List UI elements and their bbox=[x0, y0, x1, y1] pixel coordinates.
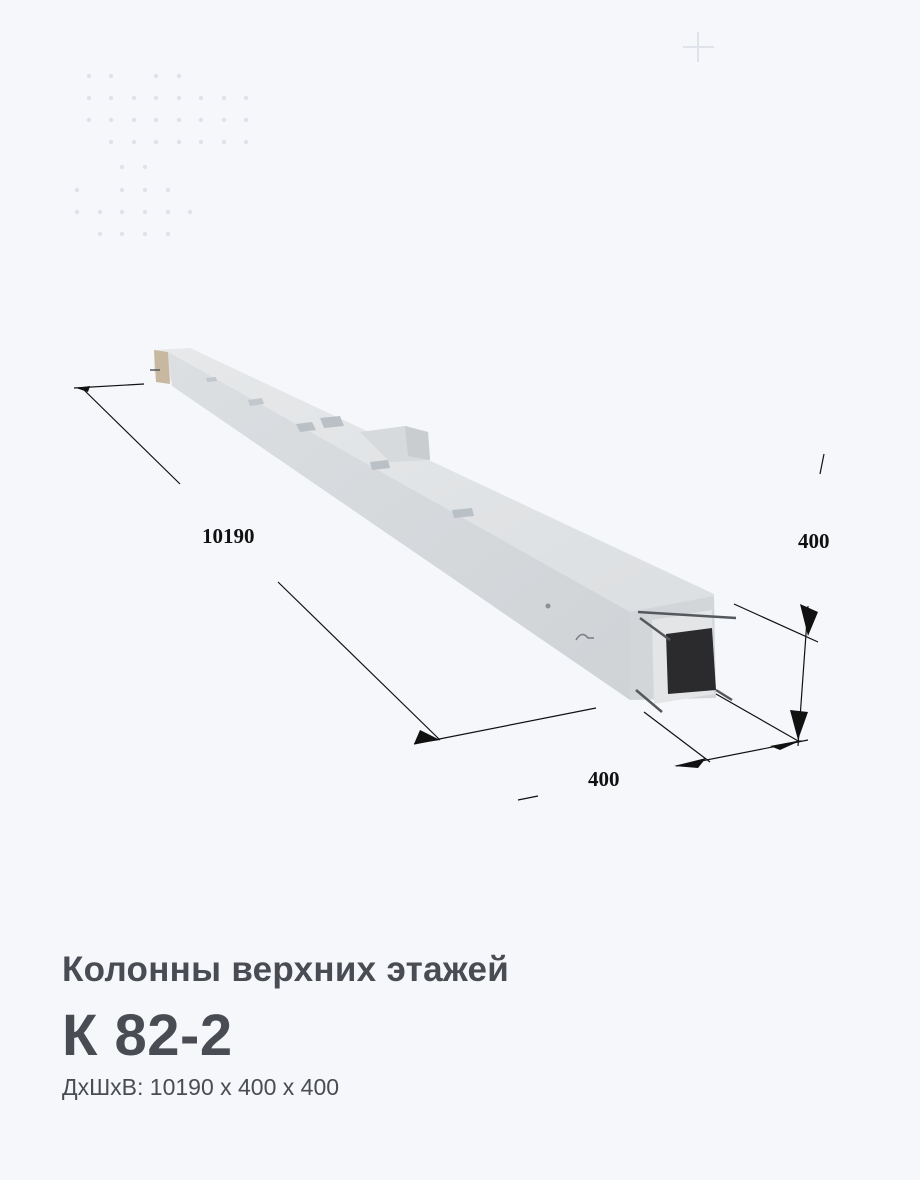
width-dimension-label: 400 bbox=[588, 767, 620, 791]
plus-icon bbox=[683, 32, 714, 62]
length-dimension-label: 10190 bbox=[202, 524, 255, 548]
width-arrow-left bbox=[674, 758, 706, 768]
product-title: К 82-2 bbox=[62, 1003, 233, 1068]
product-dimensions: ДхШхВ: 10190 х 400 х 400 bbox=[62, 1074, 340, 1100]
column-drawing bbox=[73, 348, 825, 801]
product-category: Колонны верхних этажей bbox=[62, 950, 510, 989]
height-arrow-bottom bbox=[790, 710, 808, 740]
height-dimension bbox=[733, 453, 825, 747]
height-dimension-label: 400 bbox=[798, 529, 830, 553]
width-arrow-right bbox=[770, 740, 802, 750]
height-arrow-top bbox=[800, 604, 818, 636]
length-arrow bbox=[414, 730, 440, 744]
width-dimension bbox=[517, 693, 809, 801]
dot-grid-decoration bbox=[74, 73, 249, 237]
concrete-column bbox=[150, 348, 737, 713]
